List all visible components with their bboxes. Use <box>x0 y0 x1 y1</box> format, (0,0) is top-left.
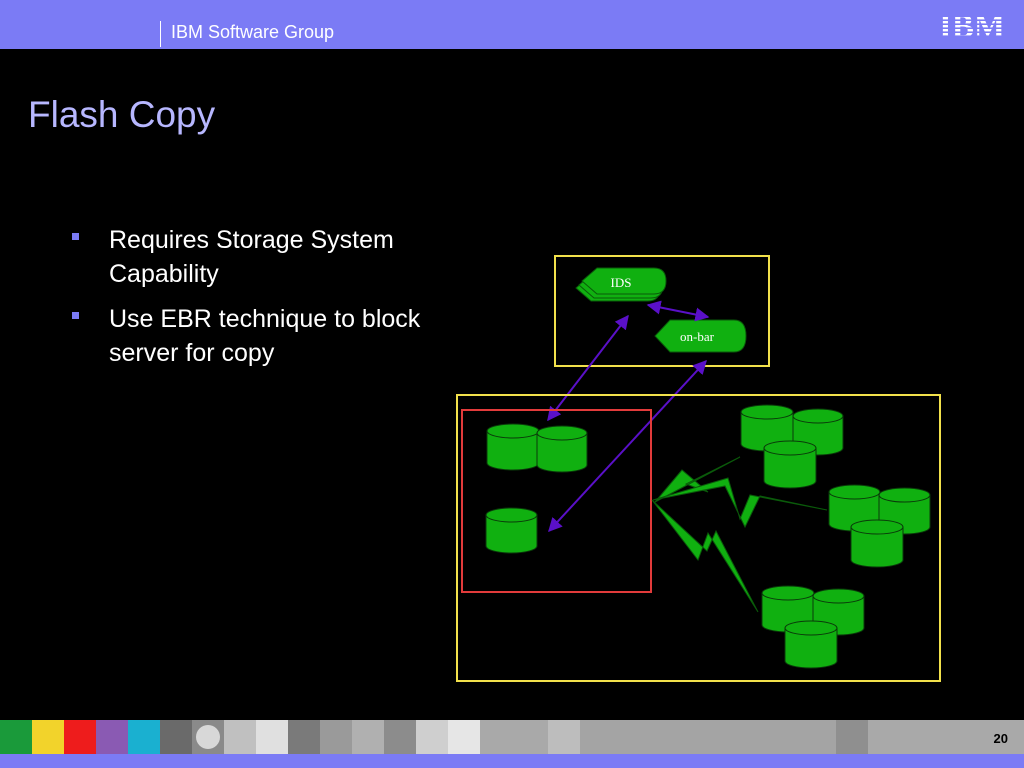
ibm-logo-icon: IBM <box>936 9 1008 41</box>
slide-title: Flash Copy <box>28 94 216 135</box>
storage-disk-icon <box>784 620 838 669</box>
bullet-square-icon <box>72 233 79 240</box>
lightning-bolt-icon <box>652 477 828 529</box>
storage-disk-icon <box>486 423 540 471</box>
header-bar: IBM Software Group IBM <box>0 0 1024 49</box>
header-group-name: IBM Software Group <box>171 22 335 42</box>
page-number: 20 <box>993 731 1008 746</box>
storage-box <box>456 394 941 682</box>
onbar-disk-arrow <box>548 359 707 533</box>
flashcopy-box <box>461 409 652 593</box>
ids-onbar-arrow <box>646 300 710 322</box>
ids-process-icon <box>575 267 667 302</box>
storage-disk-icon <box>850 519 904 568</box>
bullet-square-icon <box>72 312 79 319</box>
footer-image-strip <box>0 720 1024 754</box>
header-divider <box>160 21 161 47</box>
onbar-label: on-bar <box>680 329 715 344</box>
storage-disk-icon <box>878 487 931 535</box>
lightning-bolt-icon <box>651 499 759 613</box>
bullet-text: Requires Storage System Capability <box>109 226 394 288</box>
bullet-text: Use EBR technique to block server for co… <box>109 305 421 367</box>
storage-disk-icon <box>763 440 817 489</box>
onbar-process-icon <box>654 319 747 353</box>
storage-disk-icon <box>536 425 588 473</box>
storage-disk-icon <box>485 507 538 554</box>
ids-label: IDS <box>611 275 632 290</box>
footer-bar <box>0 754 1024 768</box>
ids-disk-arrow <box>547 314 629 422</box>
flash-copy-diagram: IDS on-bar <box>456 255 941 682</box>
